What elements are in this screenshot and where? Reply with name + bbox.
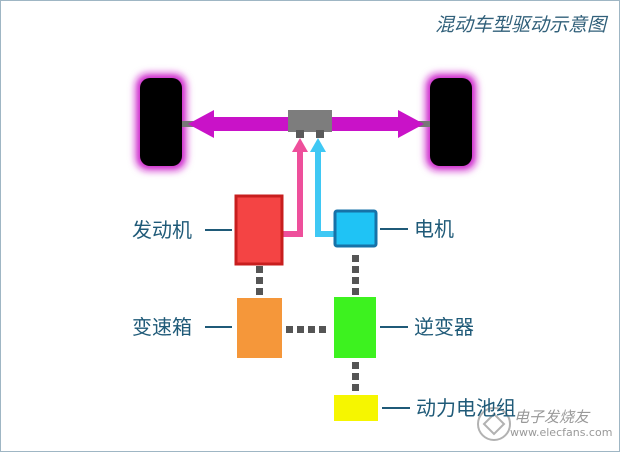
left-wheel — [136, 74, 186, 170]
diagram-title: 混动车型驱动示意图 — [434, 14, 606, 36]
transmission-block — [237, 298, 282, 358]
right-wheel — [426, 74, 476, 170]
watermark-logo — [477, 407, 511, 441]
watermark-url: www.elecfans.com — [510, 426, 613, 439]
watermark-text: 电子发烧友 — [514, 408, 590, 426]
power-split-device — [288, 110, 332, 138]
battery-label: 动力电池组 — [416, 396, 516, 420]
engine-label: 发动机 — [132, 218, 192, 242]
connector-inverter-battery — [352, 362, 359, 391]
transmission-label: 变速箱 — [132, 315, 192, 339]
inverter-block — [334, 297, 376, 358]
right-drive-arrow — [332, 110, 424, 138]
engine-block — [234, 194, 284, 266]
left-drive-arrow — [188, 110, 290, 138]
engine-power-path — [281, 138, 308, 237]
motor-label: 电机 — [414, 217, 454, 241]
connector-motor-inverter — [352, 255, 359, 295]
battery-block — [334, 395, 378, 421]
inverter-label: 逆变器 — [414, 315, 474, 339]
motor-block — [333, 209, 378, 248]
connector-engine-transmission — [256, 266, 263, 295]
motor-power-path — [310, 138, 334, 237]
connector-transmission-inverter — [286, 326, 326, 333]
